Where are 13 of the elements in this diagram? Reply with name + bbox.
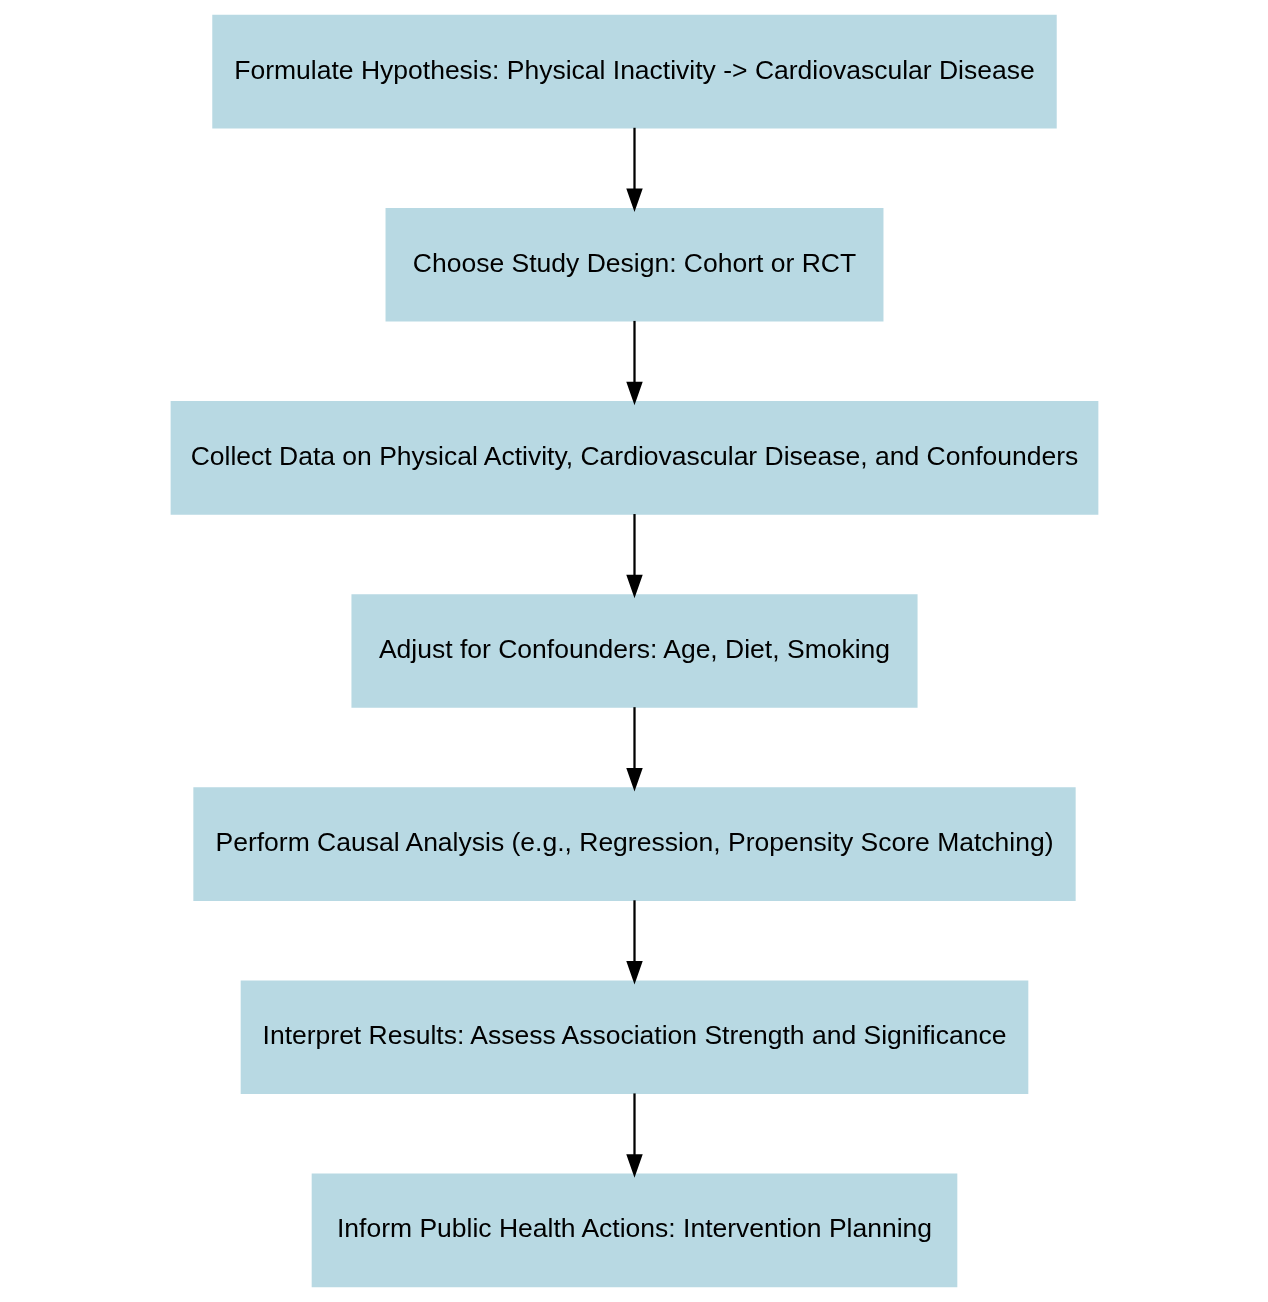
arrow [625,320,643,406]
node-box: Inform Public Health Actions: Intervention Planning [311,1173,957,1288]
node-box: Choose Study Design: Cohort or RCT [385,207,883,322]
node-box: Perform Causal Analysis (e.g., Regression, Propensity Score Matching) [192,787,1076,901]
arrow [625,127,643,213]
arrow [625,900,643,985]
arrow [625,1093,643,1178]
node-box: Adjust for Confounders: Age, Diet, Smoking [350,594,918,708]
arrow [625,514,643,599]
node-box: Collect Data on Physical Activity, Cardiovascular Disease, and Confounders [170,401,1098,515]
node-box: Interpret Results: Assess Association Strength and Significance [240,980,1028,1095]
node-box: Formulate Hypothesis: Physical Inactivity -> Cardiovascular Disease [211,14,1057,129]
arrow [625,707,643,792]
